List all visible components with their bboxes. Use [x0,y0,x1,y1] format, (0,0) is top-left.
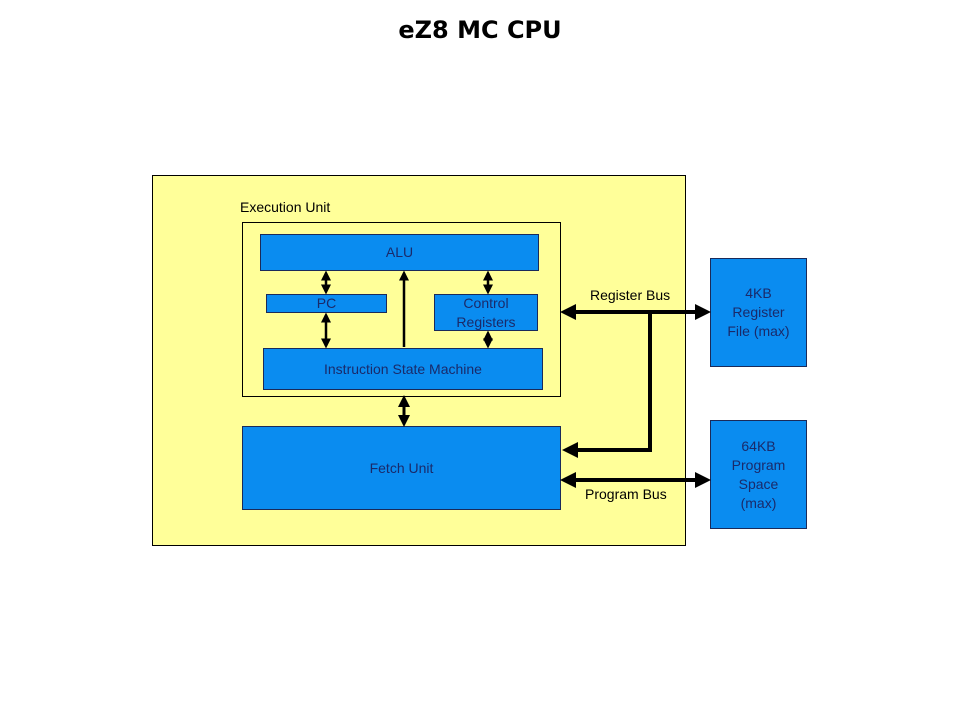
register-bus-label: Register Bus [590,287,671,303]
program-space-block: 64KB Program Space (max) [710,420,807,529]
control-registers-block: Control Registers [434,294,538,331]
alu-block: ALU [260,234,539,271]
register-bus-branch [562,312,652,458]
instruction-state-machine-block: Instruction State Machine [263,348,543,390]
page-title: eZ8 MC CPU [398,16,562,44]
program-bus-label: Program Bus [585,486,667,502]
execution-unit-label: Execution Unit [240,199,331,215]
